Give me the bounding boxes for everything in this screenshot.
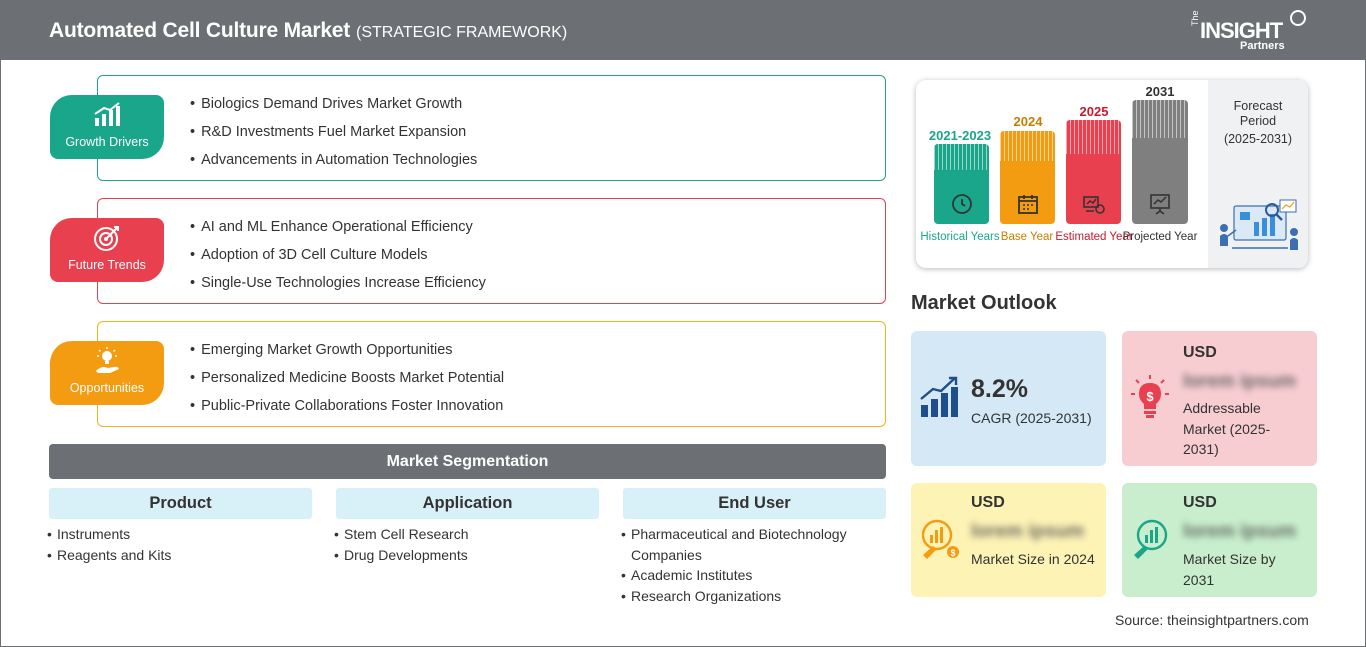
market-size-2031-card: USD lorem ipsum Market Size by 2031 [1122, 483, 1317, 597]
size-2031-value: lorem ipsum [1183, 521, 1296, 542]
projected-year-label: Projected Year [1122, 231, 1198, 243]
list-item: Academic Institutes [621, 565, 866, 586]
svg-text:$: $ [1146, 389, 1154, 404]
insight-partners-logo[interactable]: The INSIGHT Partners [1190, 8, 1310, 54]
logo-the: The [1190, 10, 1200, 26]
list-item: AI and ML Enhance Operational Efficiency [190, 217, 486, 245]
opportunities-tag: Opportunities [50, 341, 164, 405]
growth-drivers-box: Biologics Demand Drives Market Growth R&… [97, 75, 886, 181]
target-icon [50, 224, 164, 252]
bar-growth-icon [50, 101, 164, 129]
page-title: Automated Cell Culture Market [49, 19, 351, 42]
addressable-usd: USD [1183, 344, 1217, 361]
base-year-value: 2024 [1013, 114, 1043, 129]
base-year-bar [1000, 131, 1055, 224]
history-icon [934, 192, 989, 216]
list-item: Research Organizations [621, 586, 866, 607]
list-item: Adoption of 3D Cell Culture Models [190, 245, 486, 273]
source-credit: Source: theinsightpartners.com [1115, 612, 1309, 628]
market-outlook-title: Market Outlook [911, 292, 1057, 314]
size-2031-usd: USD [1183, 494, 1217, 511]
logo-partners: Partners [1240, 40, 1285, 52]
forecast-period-range: (2025-2031) [1223, 132, 1293, 146]
future-trends-tag: Future Trends [50, 218, 164, 282]
estimated-year-label: Estimated Year [1055, 231, 1133, 243]
list-item: Biologics Demand Drives Market Growth [190, 94, 477, 122]
cagr-card: 8.2% CAGR (2025-2031) [911, 331, 1106, 466]
growth-chart-icon [919, 375, 961, 424]
list-item: Reagents and Kits [47, 545, 307, 566]
historical-bar [934, 144, 989, 224]
calendar-icon [1000, 192, 1055, 216]
size-2031-label: Market Size by 2031 [1183, 551, 1276, 588]
list-item: Advancements in Automation Technologies [190, 150, 477, 178]
segment-application-list: Stem Cell Research Drug Developments [334, 524, 594, 565]
lightbulb-hand-icon [50, 347, 164, 375]
logo-ring-icon [1290, 10, 1306, 26]
analytics-illustration-icon [1212, 198, 1304, 263]
future-trends-label: Future Trends [68, 258, 146, 272]
future-trends-box: AI and ML Enhance Operational Efficiency… [97, 198, 886, 304]
historical-years-label: Historical Years [920, 231, 1000, 243]
list-item: Public-Private Collaborations Foster Inn… [190, 396, 504, 424]
opportunities-box: Emerging Market Growth Opportunities Per… [97, 321, 886, 427]
cagr-value: 8.2% [971, 375, 1028, 403]
addressable-market-card: $ USD lorem ipsum Addressable Market (20… [1122, 331, 1317, 466]
header-bar: Automated Cell Culture Market (STRATEGIC… [0, 0, 1366, 60]
list-item: R&D Investments Fuel Market Expansion [190, 122, 477, 150]
segment-end-user-heading: End User [623, 488, 886, 519]
projected-year-bar [1132, 100, 1188, 224]
list-item: Single-Use Technologies Increase Efficie… [190, 273, 486, 301]
cagr-label: CAGR (2025-2031) [971, 410, 1092, 426]
list-item: Emerging Market Growth Opportunities [190, 340, 504, 368]
growth-drivers-tag: Growth Drivers [50, 95, 164, 159]
list-item: Personalized Medicine Boosts Market Pote… [190, 368, 504, 396]
projected-year-value: 2031 [1145, 84, 1175, 99]
size-2024-value: lorem ipsum [971, 521, 1084, 542]
addressable-value: lorem ipsum [1183, 371, 1296, 392]
svg-text:$: $ [950, 548, 955, 558]
size-2024-usd: USD [971, 494, 1005, 511]
forecast-period-title: Forecast Period [1233, 99, 1283, 128]
future-trends-list: AI and ML Enhance Operational Efficiency… [190, 217, 486, 301]
segment-product-list: Instruments Reagents and Kits [47, 524, 307, 565]
size-2024-label: Market Size in 2024 [971, 551, 1095, 567]
magnifier-dollar-icon: $ [919, 517, 961, 566]
segment-end-user-list: Pharmaceutical and Biotechnology Compani… [621, 524, 866, 606]
list-item: Pharmaceutical and Biotechnology Compani… [621, 524, 866, 565]
opportunities-list: Emerging Market Growth Opportunities Per… [190, 340, 504, 424]
estimate-icon [1066, 192, 1121, 216]
growth-drivers-label: Growth Drivers [65, 135, 149, 149]
page-subtitle: (STRATEGIC FRAMEWORK) [356, 24, 568, 41]
bulb-dollar-icon: $ [1130, 375, 1170, 424]
list-item: Stem Cell Research [334, 524, 594, 545]
market-size-2024-card: $ USD lorem ipsum Market Size in 2024 [911, 483, 1106, 597]
historical-year-range: 2021-2023 [928, 128, 992, 143]
list-item: Drug Developments [334, 545, 594, 566]
base-year-label: Base Year [1000, 231, 1054, 243]
market-segmentation-header: Market Segmentation [49, 444, 886, 479]
opportunities-label: Opportunities [69, 381, 145, 395]
list-item: Instruments [47, 524, 307, 545]
segment-product-heading: Product [49, 488, 312, 519]
estimated-year-value: 2025 [1079, 104, 1109, 119]
logo-insight: INSIGHT [1200, 18, 1283, 43]
growth-drivers-list: Biologics Demand Drives Market Growth R&… [190, 94, 477, 178]
magnifier-chart-icon [1130, 517, 1172, 566]
addressable-label: Addressable Market (2025-2031) [1183, 400, 1271, 457]
estimated-year-bar [1066, 120, 1121, 224]
segment-application-heading: Application [336, 488, 599, 519]
timeline-card: 2021-2023 Historical Years 2024 Base Yea… [916, 80, 1308, 268]
presentation-icon [1132, 192, 1188, 216]
